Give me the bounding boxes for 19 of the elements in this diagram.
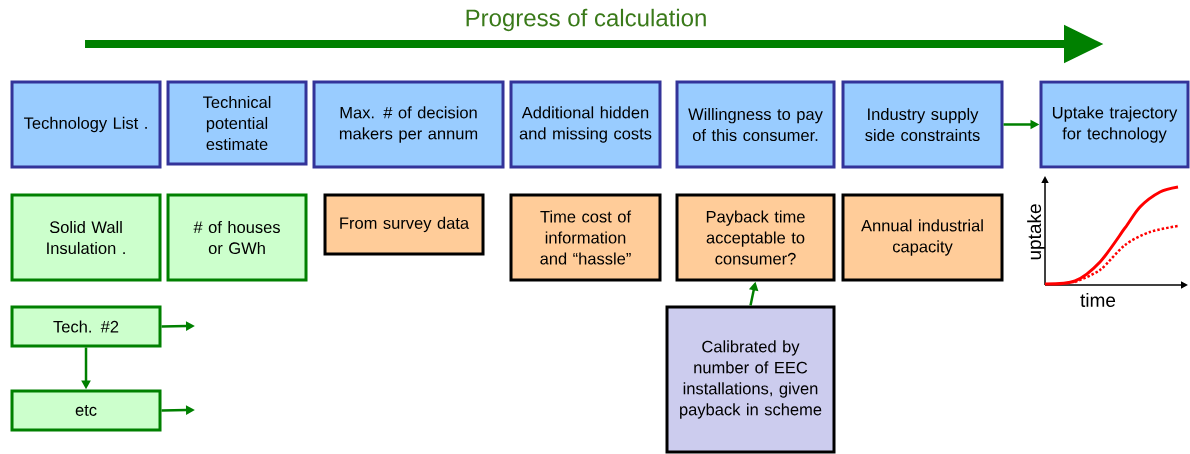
input-box: etc xyxy=(10,389,162,432)
factor-box: Time cost of information and “hassle” xyxy=(509,193,662,282)
title: Progress of calculation xyxy=(466,8,706,32)
factor-box: From survey data xyxy=(323,193,485,256)
heading-box: Technology List . xyxy=(10,80,162,169)
heading-box: Uptake trajectory for technology xyxy=(1039,80,1190,169)
factor-box: Annual industrial capacity xyxy=(841,193,1004,282)
heading-box: Technical potential estimate xyxy=(166,80,308,166)
input-box: # of houses or GWh xyxy=(166,193,308,282)
input-box: Tech. #2 xyxy=(10,305,162,348)
heading-box: Industry supply side constraints xyxy=(841,80,1004,169)
axis-label: uptake xyxy=(1027,204,1045,260)
input-box: Solid Wall Insulation . xyxy=(10,193,162,282)
heading-box: Max. # of decision makers per annum xyxy=(312,80,505,169)
heading-box: Willingness to pay of this consumer. xyxy=(675,80,836,169)
note-box: Calibrated by number of EEC installations, given payback in scheme xyxy=(665,305,836,454)
heading-box: Additional hidden and missing costs xyxy=(509,80,662,169)
factor-box: Payback time acceptable to consumer? xyxy=(675,193,836,282)
axis-label: time xyxy=(1080,293,1116,307)
